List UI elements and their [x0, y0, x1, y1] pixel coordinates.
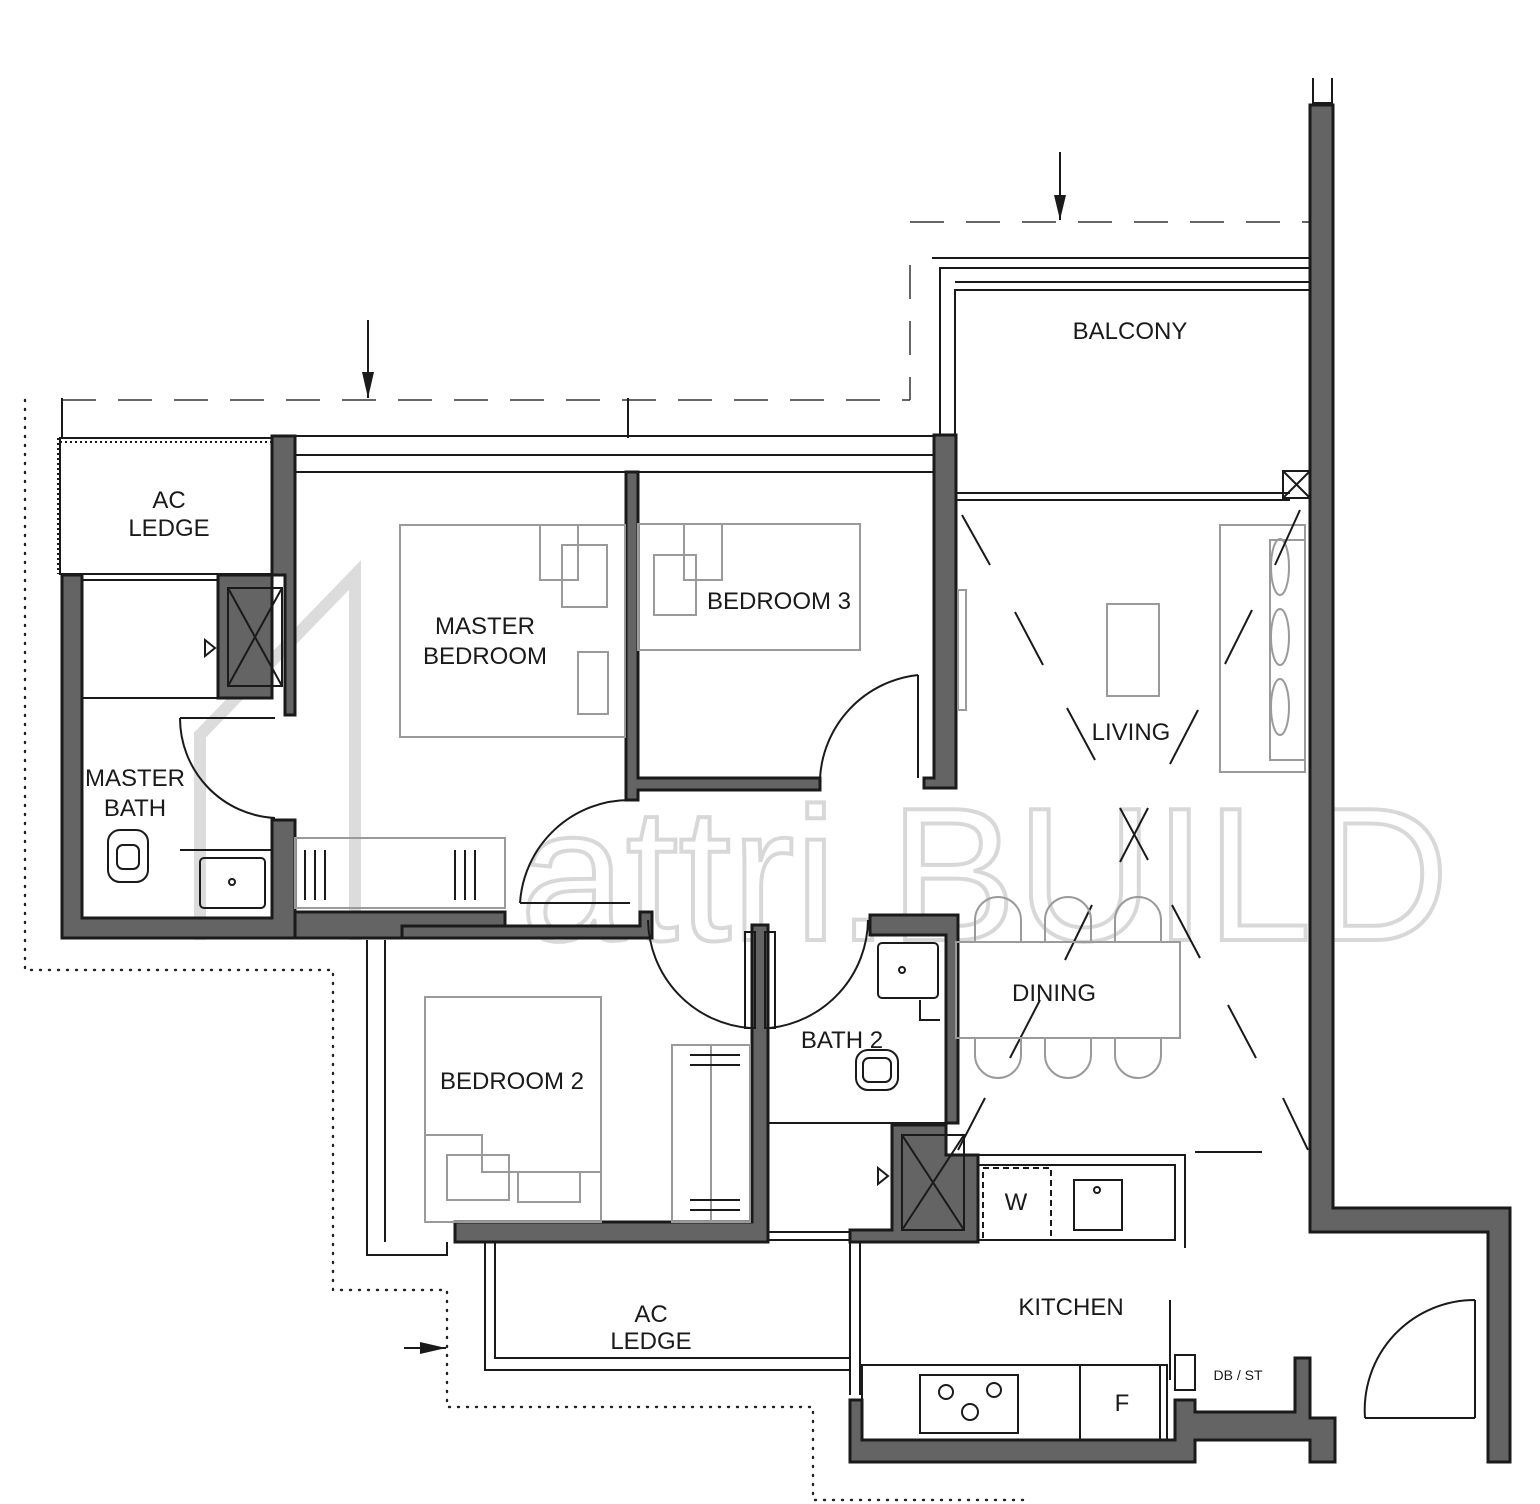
master-bedroom-label-line2: BEDROOM	[423, 643, 547, 670]
bedroom-2-label: BEDROOM 2	[440, 1068, 584, 1095]
ac-ledge-top-label-line2: LEDGE	[128, 515, 209, 542]
bedroom-3-label: BEDROOM 3	[707, 588, 851, 615]
fridge-label: F	[1115, 1390, 1130, 1417]
ac-ledge-bottom-label-line2: LEDGE	[610, 1328, 691, 1355]
furniture	[82, 509, 1309, 1441]
room-labels: AC LEDGE MASTER BATH MASTER BEDROOM BEDR…	[85, 318, 1263, 1417]
balcony-label: BALCONY	[1073, 318, 1188, 345]
living-label: LIVING	[1092, 719, 1171, 746]
master-bedroom-label-line1: MASTER	[435, 613, 535, 640]
kitchen-label: KITCHEN	[1018, 1294, 1123, 1321]
watermark-text: attri.BUILD	[520, 769, 1449, 981]
ac-ledge-bottom-label-line1: AC	[634, 1301, 667, 1328]
bath-2-label: BATH 2	[801, 1027, 883, 1054]
dining-label: DINING	[1012, 980, 1096, 1007]
watermark: attri.BUILD	[194, 560, 1451, 983]
doors	[178, 674, 1476, 1419]
boundary-lines	[23, 152, 1310, 1502]
windows-and-railings	[57, 257, 1311, 1395]
master-bath-label-line1: MASTER	[85, 765, 185, 792]
db-st-label: DB / ST	[1213, 1367, 1262, 1383]
master-bath-label-line2: BATH	[104, 795, 166, 822]
washer-label: W	[1005, 1189, 1028, 1216]
ac-ledge-top-label-line1: AC	[152, 487, 185, 514]
